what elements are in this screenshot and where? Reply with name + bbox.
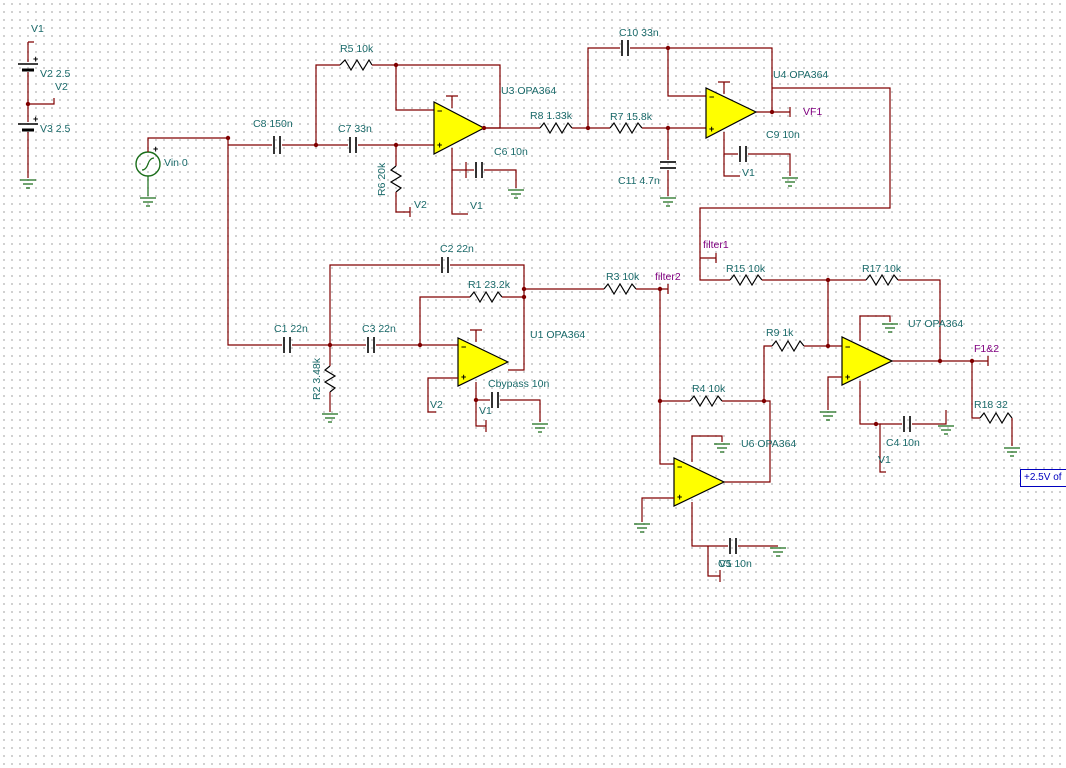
r7-label: R7 15.8k bbox=[610, 111, 653, 123]
r5-label: R5 10k bbox=[340, 43, 374, 55]
c6-capacitor[interactable] bbox=[466, 162, 524, 199]
c4-label: C4 10n bbox=[886, 437, 920, 449]
v2-battery-label: V2 2.5 bbox=[40, 68, 71, 80]
cbypass-label: Cbypass 10n bbox=[488, 378, 549, 390]
c3-label: C3 22n bbox=[362, 323, 396, 335]
r7-resistor[interactable] bbox=[609, 121, 706, 135]
c2-capacitor[interactable] bbox=[441, 257, 525, 371]
filter2-net-label: filter2 bbox=[655, 271, 681, 283]
v2-u1-label: V2 bbox=[430, 399, 443, 411]
c5-capacitor[interactable] bbox=[707, 538, 786, 582]
r2-label: R2 3.48k bbox=[311, 357, 323, 400]
r8-resistor[interactable] bbox=[539, 121, 610, 135]
u3-opamp[interactable] bbox=[433, 95, 486, 215]
r1-resistor[interactable] bbox=[469, 290, 524, 304]
r4-resistor[interactable] bbox=[689, 394, 771, 483]
u7-plus: + bbox=[845, 372, 850, 382]
r2-resistor[interactable] bbox=[322, 345, 338, 423]
input-bus-wire bbox=[227, 138, 272, 346]
u1-opamp[interactable] bbox=[427, 329, 510, 432]
r9-resistor[interactable] bbox=[771, 339, 828, 353]
r9-label: R9 1k bbox=[766, 327, 794, 339]
u3-label: U3 OPA364 bbox=[501, 85, 556, 97]
cbypass-capacitor[interactable] bbox=[476, 392, 548, 433]
r5-resistor[interactable] bbox=[339, 58, 501, 129]
r17-label: R17 10k bbox=[862, 263, 902, 275]
c5-label: C5 10n bbox=[718, 558, 752, 570]
c8-label: C8 150n bbox=[253, 118, 293, 130]
u6-minus: − bbox=[677, 462, 682, 472]
vin-source[interactable] bbox=[135, 137, 228, 207]
c2-label: C2 22n bbox=[440, 243, 474, 255]
u6-opamp[interactable] bbox=[634, 435, 730, 547]
c10-label: C10 33n bbox=[619, 27, 659, 39]
c9-capacitor[interactable] bbox=[739, 146, 798, 187]
vf1-net-label: VF1 bbox=[803, 106, 822, 118]
v1-u6-label: V1 bbox=[719, 558, 732, 570]
c11-label: C11 4.7n bbox=[618, 175, 660, 187]
v1-u3-label: V1 bbox=[470, 200, 483, 212]
u4-minus: − bbox=[709, 92, 714, 102]
r6-label: R6 20k bbox=[376, 162, 388, 196]
v2-u3-label: V2 bbox=[414, 199, 427, 211]
v1-u7-label: V1 bbox=[878, 454, 891, 466]
c7-capacitor[interactable] bbox=[316, 137, 434, 153]
c4-capacitor[interactable] bbox=[880, 410, 954, 435]
c1-capacitor[interactable] bbox=[283, 337, 366, 353]
u3-minus: − bbox=[437, 106, 442, 116]
c3-capacitor[interactable] bbox=[367, 337, 458, 353]
supply-battery-stack[interactable] bbox=[18, 41, 55, 189]
c6-label: C6 10n bbox=[494, 146, 528, 158]
u7-label: U7 OPA364 bbox=[908, 318, 963, 330]
r1-label: R1 23.2k bbox=[468, 279, 511, 291]
r3-label: R3 10k bbox=[606, 271, 640, 283]
r15-label: R15 10k bbox=[726, 263, 766, 275]
r17-resistor[interactable] bbox=[865, 273, 941, 362]
c7-label: C7 33n bbox=[338, 123, 372, 135]
u1-plus: + bbox=[461, 372, 466, 382]
r6-resistor[interactable] bbox=[389, 145, 411, 217]
c10-capacitor[interactable] bbox=[621, 40, 773, 113]
r3-resistor[interactable] bbox=[603, 282, 669, 296]
r18-resistor[interactable] bbox=[971, 361, 1020, 457]
c11-capacitor[interactable] bbox=[660, 128, 676, 207]
c1-label: C1 22n bbox=[274, 323, 308, 335]
r18-label: R18 32 bbox=[974, 399, 1008, 411]
u4-label: U4 OPA364 bbox=[773, 69, 828, 81]
v3-battery-label: V3 2.5 bbox=[40, 123, 71, 135]
v2-plus-sign: + bbox=[33, 54, 38, 64]
u4-plus: + bbox=[709, 124, 714, 134]
r4-label: R4 10k bbox=[692, 383, 726, 395]
u3-plus: + bbox=[437, 140, 442, 150]
v1-supply-label: V1 bbox=[31, 23, 44, 35]
u1-minus: − bbox=[461, 342, 466, 352]
c9-label: C9 10n bbox=[766, 129, 800, 141]
c8-capacitor[interactable] bbox=[228, 136, 316, 154]
r15-resistor[interactable] bbox=[729, 273, 828, 287]
filter1-route-wire bbox=[699, 87, 891, 281]
v3-plus-sign: + bbox=[33, 114, 38, 124]
r8-label: R8 1.33k bbox=[530, 110, 573, 122]
v2-net-label: V2 bbox=[55, 81, 68, 93]
filter1-net-label: filter1 bbox=[703, 239, 729, 251]
v1-u4-label: V1 bbox=[742, 167, 755, 179]
vin-label: Vin 0 bbox=[164, 157, 188, 169]
u6-label: U6 OPA364 bbox=[741, 438, 796, 450]
u1-label: U1 OPA364 bbox=[530, 329, 585, 341]
u6-plus: + bbox=[677, 492, 682, 502]
v1-u1-label: V1 bbox=[479, 405, 492, 417]
u4-opamp[interactable] bbox=[705, 81, 758, 177]
vin-plus-sign: + bbox=[153, 144, 158, 154]
u7-minus: − bbox=[845, 342, 850, 352]
offset-tag[interactable]: +2.5V of bbox=[1020, 469, 1066, 487]
f12-net-label: F1&2 bbox=[974, 343, 999, 355]
